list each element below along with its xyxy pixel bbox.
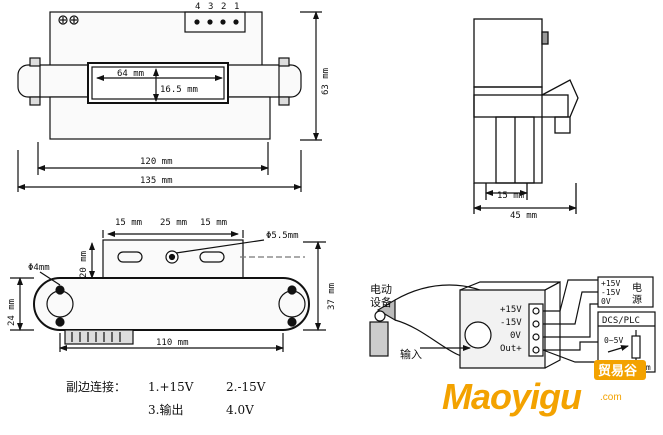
dim-side-width: 45 mm: [510, 211, 537, 221]
dim-height: 63 mm: [321, 68, 331, 95]
pin-0v: 0V: [510, 331, 521, 341]
dim-window: 15 mm: [497, 191, 524, 201]
notes-item-2: 2.-15V: [226, 380, 266, 394]
dim-spacing-mid: 25 mm: [160, 218, 187, 228]
bottom-view: [10, 230, 326, 352]
pin-minus15: -15V: [500, 318, 522, 328]
bottom-view-labels: 15 mm 25 mm 15 mm Φ5.5mm Φ4mm 20 mm 24 m…: [7, 218, 337, 348]
dim-37: 37 mm: [327, 283, 337, 310]
device-label-2: 设备: [370, 295, 392, 309]
terminal-number-4: 4: [195, 2, 200, 12]
side-view-labels: 15 mm 45 mm: [497, 191, 537, 221]
dim-110: 110 mm: [156, 338, 189, 348]
ps-0v: 0V: [601, 297, 611, 306]
watermark-logo: Maoyigu 贸易谷 .com: [442, 360, 646, 417]
ps-minus15: -15V: [601, 288, 620, 297]
connection-notes: 副边连接： 1.+15V 2.-15V 3.输出 4.0V: [66, 379, 266, 417]
top-view: [17, 11, 322, 192]
watermark-brand: Maoyigu: [442, 376, 582, 417]
device-label-1: 电动: [370, 283, 392, 296]
screw-icon: [58, 15, 79, 25]
wiring-labels: 电动 设备 输入 +15V -15V 0V Out+ +15V -15V 0V …: [370, 279, 651, 372]
terminal-number-3: 3: [208, 2, 213, 12]
dim-hole-large: Φ5.5mm: [266, 231, 299, 241]
notes-item-3: 3.输出: [148, 402, 183, 417]
ps-name-1: 电: [632, 281, 642, 294]
dim-24: 24 mm: [7, 299, 17, 326]
wiring-diagram: [369, 276, 656, 373]
dim-inner-length: 120 mm: [140, 157, 173, 167]
notes-item-4: 4.0V: [226, 403, 254, 417]
dim-total-length: 135 mm: [140, 176, 173, 186]
watermark-url: .com: [600, 392, 622, 403]
ps-name-2: 源: [632, 293, 642, 306]
dim-hole-small: Φ4mm: [28, 263, 50, 273]
dim-opening-height: 16.5 mm: [160, 85, 198, 95]
top-view-labels: 4 3 2 1 64 mm 16.5 mm 63 mm 120 mm 135 m…: [117, 2, 331, 186]
dim-20: 20 mm: [79, 251, 89, 278]
notes-title: 副边连接：: [66, 379, 126, 394]
watermark-cn: 贸易谷: [598, 363, 638, 379]
terminal-number-1: 1: [234, 2, 239, 12]
pin-plus15: +15V: [500, 305, 522, 315]
dim-spacing-right: 15 mm: [200, 218, 227, 228]
notes-item-1: 1.+15V: [148, 380, 194, 394]
dim-spacing-left: 15 mm: [115, 218, 142, 228]
terminal-block: [184, 11, 246, 33]
range-label: 0~5V: [604, 336, 623, 345]
terminal-number-2: 2: [221, 2, 226, 12]
side-view: [473, 18, 579, 214]
ps-plus15: +15V: [601, 279, 620, 288]
terminal-pins: [194, 19, 239, 25]
input-label: 输入: [400, 347, 422, 361]
pin-out: Out+: [500, 344, 522, 354]
dim-opening-width: 64 mm: [117, 69, 144, 79]
dcs-plc-label: DCS/PLC: [602, 316, 640, 326]
